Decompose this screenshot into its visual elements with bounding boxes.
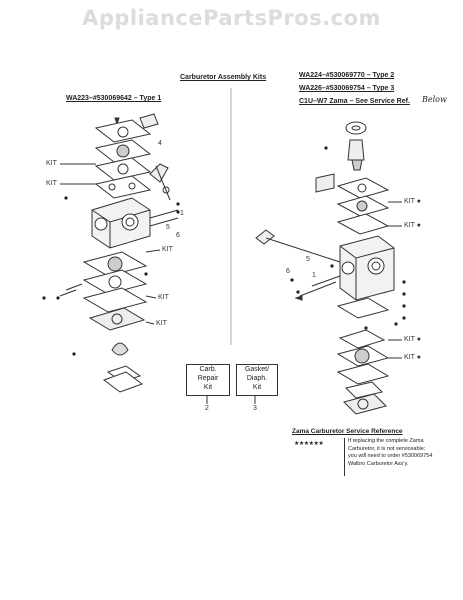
kit-label-right-1: KIT ● bbox=[404, 198, 421, 205]
carb-repair-kit-number: 2 bbox=[205, 405, 209, 412]
service-note-line-1: If replacing the complete Zama bbox=[348, 438, 424, 444]
part-number-6-left: 6 bbox=[176, 232, 180, 239]
kit-label-right-2: KIT ● bbox=[404, 222, 421, 229]
service-reference-title: Zama Carburetor Service Reference bbox=[292, 428, 403, 435]
gasket-diaph-line-1: Gasket/ bbox=[244, 366, 270, 373]
part-number-1-left: 1 bbox=[180, 210, 184, 217]
carb-repair-line-1: Carb. bbox=[199, 366, 217, 373]
service-note-line-4: Walbro Carburetor Ass'y. bbox=[348, 460, 409, 467]
part-number-6-right: 6 bbox=[286, 268, 290, 275]
type2-heading: WA224–#530069770 – Type 2 bbox=[299, 72, 395, 79]
kit-label-left-5: KIT bbox=[156, 320, 167, 327]
service-reference-stars: ★★★★★★ bbox=[294, 441, 324, 447]
gasket-diaph-kit-number: 3 bbox=[253, 405, 257, 412]
kit-label-right-3: KIT ● bbox=[404, 336, 421, 343]
type1-heading: WA223–#530069642 – Type 1 bbox=[66, 95, 162, 102]
gasket-diaph-line-2: Diaph. bbox=[246, 375, 268, 382]
kit-label-left-4: KIT bbox=[158, 294, 169, 301]
kit-label-left-3: KIT bbox=[162, 246, 173, 253]
part-number-5-left: 5 bbox=[166, 224, 170, 231]
kit-label-left-2: KIT bbox=[46, 180, 57, 187]
carb-repair-line-3: Kit bbox=[203, 384, 213, 391]
service-reference-note: If replacing the complete Zama Carbureto… bbox=[348, 438, 432, 468]
part-number-4: 4 bbox=[158, 140, 162, 147]
kit-label-left-1: KIT bbox=[46, 160, 57, 167]
carb-repair-line-2: Repair bbox=[197, 375, 219, 382]
service-reference-table: ★★★★★★ If replacing the complete Zama Ca… bbox=[292, 438, 442, 478]
type3-heading: WA226–#530069754 – Type 3 bbox=[299, 85, 395, 92]
gasket-diaph-line-3: Kit bbox=[252, 384, 262, 391]
gasket-diaph-kit-box: Gasket/ Diaph. Kit bbox=[236, 364, 278, 396]
service-reference-divider bbox=[344, 438, 345, 476]
part-number-1-right: 1 bbox=[312, 272, 316, 279]
watermark: AppliancePartsPros.com bbox=[82, 6, 381, 30]
carb-repair-kit-box: Carb. Repair Kit bbox=[186, 364, 230, 396]
below-handwritten-note: Below bbox=[422, 95, 447, 104]
service-note-line-3: you will need to order #530069754 bbox=[348, 453, 433, 459]
part-number-5-right: 5 bbox=[306, 256, 310, 263]
zama-heading: C1U–W7 Zama – See Service Ref. bbox=[299, 98, 410, 105]
assembly-kits-heading: Carburetor Assembly Kits bbox=[180, 74, 267, 81]
kit-label-right-4: KIT ● bbox=[404, 354, 421, 361]
service-note-line-2: Carburetor, it is not serviceable; bbox=[348, 445, 426, 452]
